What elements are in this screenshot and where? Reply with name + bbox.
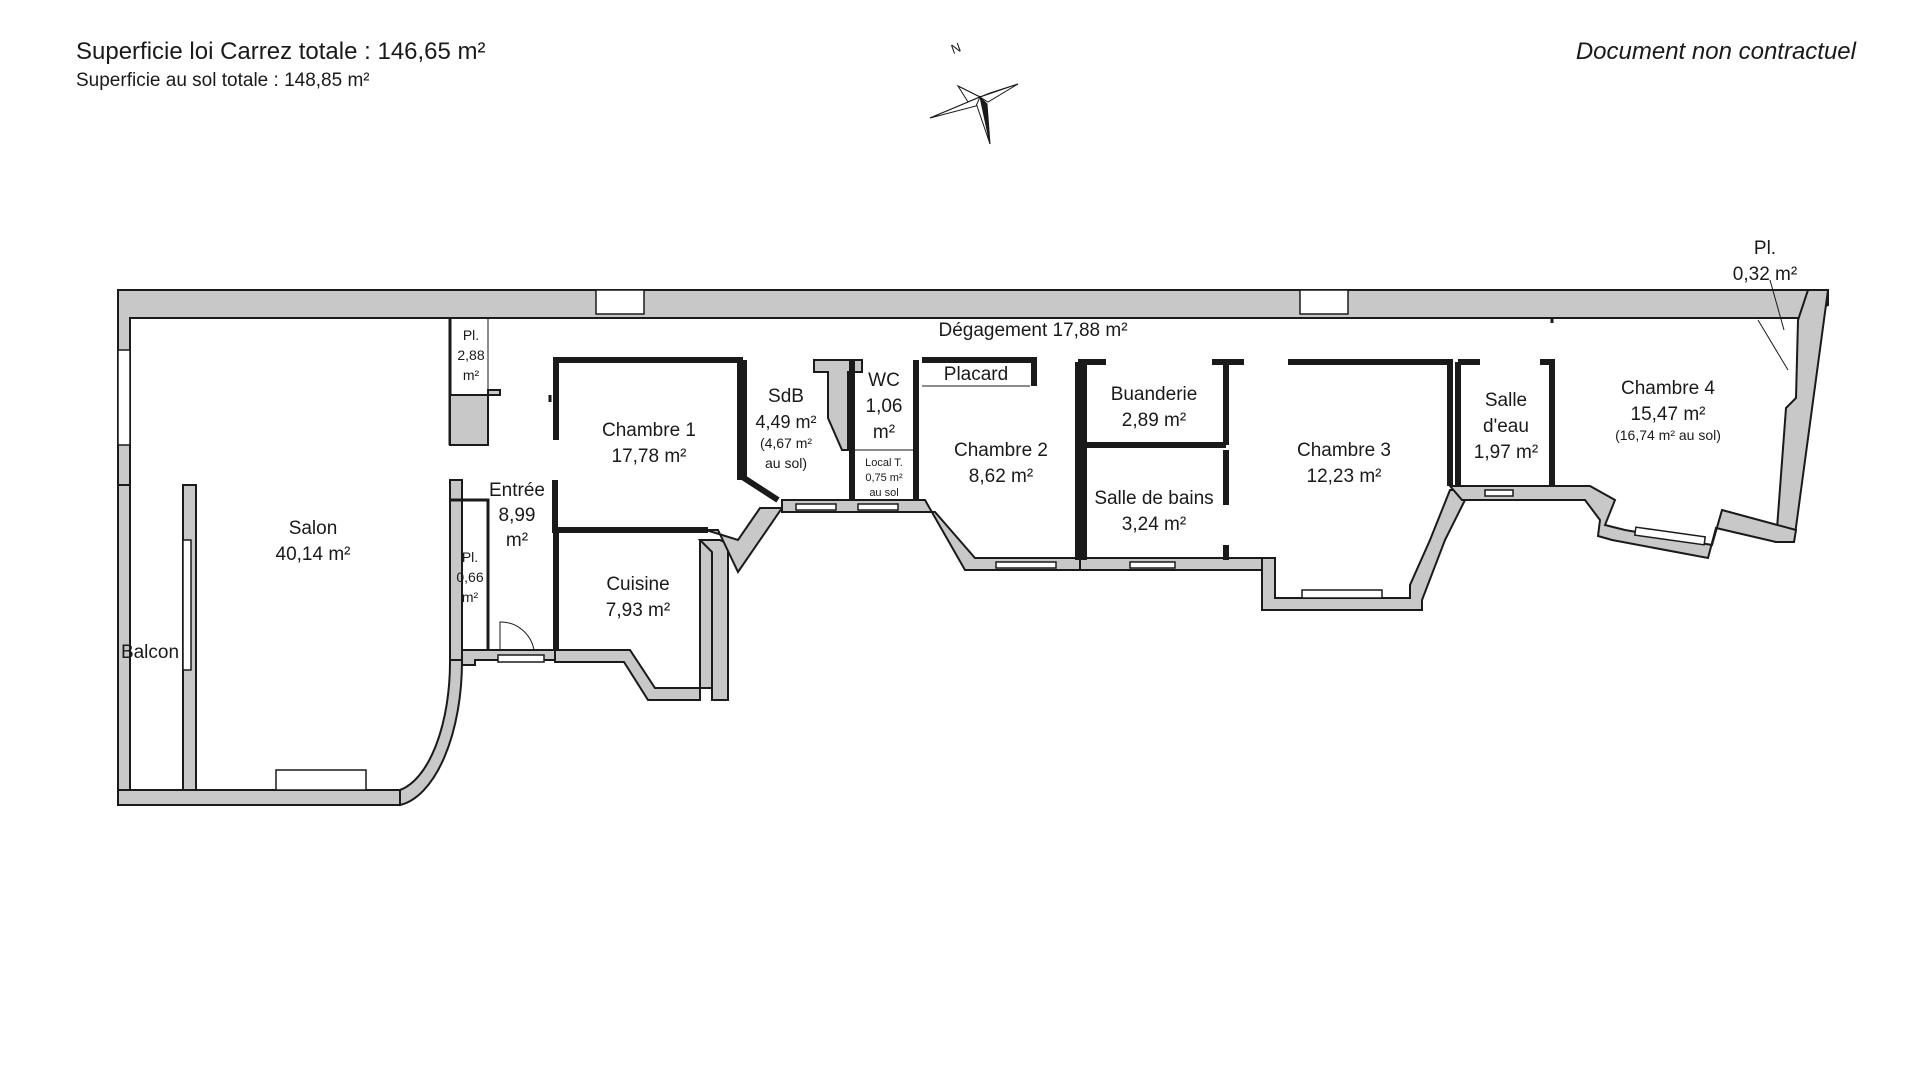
salle-eau-right <box>1540 359 1555 486</box>
wc-window <box>857 503 899 511</box>
chambre4-floor-area: (16,74 m² au sol) <box>1615 427 1721 443</box>
pl3-partition <box>1757 319 1789 371</box>
salle-bains-name: Salle de bains <box>1094 488 1213 509</box>
pl2-unit: m² <box>462 589 479 605</box>
pl1-unit: m² <box>463 367 480 383</box>
salon-name: Salon <box>289 518 338 539</box>
pl1-block <box>449 389 501 446</box>
bottom-left-wall <box>117 789 401 806</box>
total-carrez-area: Superficie loi Carrez totale : 146,65 m² <box>76 38 486 65</box>
salle-bains-area: 3,24 m² <box>1122 514 1186 535</box>
chambre4-name: Chambre 4 <box>1621 378 1715 399</box>
balcon-name: Balcon <box>121 642 179 663</box>
top-window-1 <box>595 289 645 315</box>
chambre3-area: 12,23 m² <box>1307 466 1382 487</box>
chambre1-area: 17,78 m² <box>612 446 687 467</box>
chambre3-walls <box>1288 359 1453 486</box>
pl2-label: Pl. <box>462 549 478 565</box>
cuisine-area: 7,93 m² <box>606 600 670 621</box>
placard-walls <box>922 357 1037 386</box>
pl1-area: 2,88 <box>457 347 484 363</box>
entree-area: 8,99 <box>499 505 536 526</box>
salle-eau-name-2: d'eau <box>1483 416 1529 437</box>
top-window-2 <box>1299 289 1349 315</box>
entree-door-threshold <box>497 654 545 663</box>
chambre1-walls <box>553 357 743 480</box>
pl2-area: 0,66 <box>456 569 483 585</box>
chambre2-name: Chambre 2 <box>954 440 1048 461</box>
chambre3-window <box>1301 589 1383 599</box>
sdb-wc-wall <box>813 359 863 451</box>
balcony-door <box>182 539 192 671</box>
wc-name: WC <box>868 370 900 391</box>
chambre1-name: Chambre 1 <box>602 420 696 441</box>
pl3-area: 0,32 m² <box>1733 264 1797 285</box>
chambre3-name: Chambre 3 <box>1297 440 1391 461</box>
salle-bains-window <box>1129 561 1176 569</box>
chambre3-bottom-wall <box>1261 489 1472 611</box>
compass-north-label: N <box>949 40 963 57</box>
sdb-area: 4,49 m² <box>755 412 816 432</box>
placard-name: Placard <box>944 364 1008 385</box>
sdb-left-wall <box>741 360 780 503</box>
right-exterior-wall <box>1774 289 1830 543</box>
sdb-name: SdB <box>768 386 804 407</box>
chambre4-area: 15,47 m² <box>1631 404 1706 425</box>
sdb-window <box>795 503 837 511</box>
chambre4-bottom-wall <box>1447 485 1798 560</box>
cuisine-right-wall <box>697 539 729 701</box>
buanderie-name: Buanderie <box>1111 384 1198 405</box>
entree-name: Entrée <box>489 480 545 501</box>
compass-rose-icon: N <box>929 40 1019 145</box>
room-labels: Salon 40,14 m² Balcon Pl. 2,88 m² Pl. 0,… <box>121 238 1797 663</box>
pl3-label: Pl. <box>1754 238 1776 259</box>
wc-area: 1,06 <box>866 396 903 417</box>
pl2-walls <box>450 498 490 650</box>
pl3-pointer <box>1769 279 1785 331</box>
entree-unit: m² <box>506 530 528 551</box>
salon-window-left <box>117 349 131 446</box>
degagement-name: Dégagement 17,88 m² <box>938 320 1127 341</box>
entree-door-swing <box>499 621 535 651</box>
chambre2-window <box>995 561 1057 569</box>
salon-area: 40,14 m² <box>276 544 351 565</box>
local-label: Local T. <box>865 457 903 469</box>
salon-window-bottom <box>275 769 367 791</box>
chambre1-lower-wall <box>552 480 708 533</box>
chambre2-area: 8,62 m² <box>969 466 1033 487</box>
local-note: au sol <box>869 487 898 499</box>
salle-eau-area: 1,97 m² <box>1474 442 1538 463</box>
balcony-outer-wall <box>117 484 131 791</box>
buanderie-bottom-wall <box>1079 557 1276 571</box>
chambre4-window <box>1633 526 1707 546</box>
wc-unit: m² <box>873 422 895 443</box>
local-area: 0,75 m² <box>865 472 903 484</box>
cuisine-name: Cuisine <box>606 574 669 595</box>
pl1-label: Pl. <box>463 327 479 343</box>
salle-eau-window <box>1484 489 1514 497</box>
sdb-floor-area: (4,67 m² <box>760 435 812 451</box>
total-floor-area: Superficie au sol totale : 148,85 m² <box>76 70 370 91</box>
disclaimer: Document non contractuel <box>1575 38 1856 65</box>
sdb-floor-note: au sol) <box>765 455 807 471</box>
salle-eau-name-1: Salle <box>1485 390 1527 411</box>
buanderie-area: 2,89 m² <box>1122 410 1186 431</box>
salon-curved-wall <box>399 659 464 807</box>
